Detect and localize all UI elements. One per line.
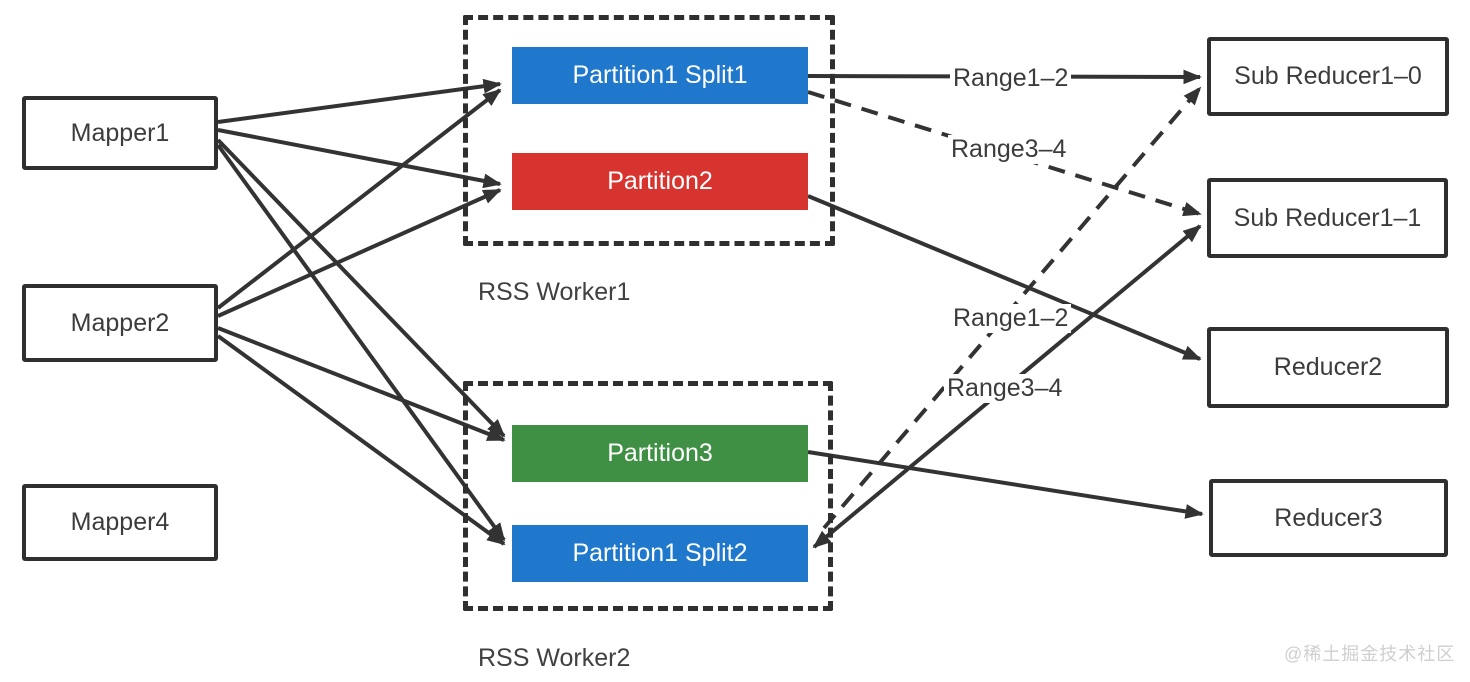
edge-label-range1-2-top: Range1–2: [950, 64, 1072, 93]
edge-label-range1-2-bottom: Range1–2: [950, 304, 1072, 333]
watermark: @稀土掘金技术社区: [1284, 644, 1456, 664]
node-reducer2-label: Reducer2: [1273, 353, 1383, 381]
edge-mapper2-partition1split2: [216, 334, 506, 546]
partition2-label: Partition2: [607, 167, 713, 195]
rss-worker1-container: [463, 15, 835, 246]
node-sub-reducer1-0: Sub Reducer1–0: [1207, 37, 1449, 116]
node-mapper1: Mapper1: [22, 96, 218, 170]
edge-partition2-reducer2: [807, 194, 1202, 361]
partition3-bar: Partition3: [512, 425, 808, 482]
edge-mapper1-partition2: [217, 128, 502, 189]
partition1-split2-bar: Partition1 Split2: [512, 525, 808, 582]
node-mapper4-label: Mapper4: [70, 508, 170, 536]
node-sub-reducer1-1-label: Sub Reducer1–1: [1233, 203, 1422, 232]
edge-mapper1-partition1split1: [217, 78, 502, 124]
edge-mapper2-partition2: [217, 188, 502, 318]
node-sub-reducer1-1: Sub Reducer1–1: [1207, 178, 1448, 258]
node-reducer2: Reducer2: [1207, 327, 1449, 408]
rss-worker2-label: RSS Worker2: [478, 644, 631, 672]
node-reducer3: Reducer3: [1209, 479, 1448, 557]
node-mapper1-label: Mapper1: [70, 118, 170, 147]
partition1-split2-label: Partition1 Split2: [572, 539, 748, 567]
node-mapper4: Mapper4: [22, 484, 218, 561]
rss-worker2-container: [463, 381, 833, 611]
edge-mapper1-partition3: [216, 138, 506, 438]
partition3-label: Partition3: [607, 439, 713, 467]
node-reducer3-label: Reducer3: [1274, 503, 1383, 532]
rss-worker1-label: RSS Worker1: [478, 278, 631, 306]
partition1-split1-bar: Partition1 Split1: [512, 47, 808, 104]
partition2-bar: Partition2: [512, 153, 808, 210]
edge-mapper1-partition1split2: [216, 143, 506, 542]
edge-label-range3-4-bottom: Range3–4: [944, 374, 1066, 403]
edge-label-range3-4-top: Range3–4: [948, 135, 1070, 164]
node-sub-reducer1-0-label: Sub Reducer1–0: [1234, 62, 1422, 90]
node-mapper2-label: Mapper2: [70, 308, 170, 337]
edge-mapper2-partition3: [217, 326, 506, 442]
node-mapper2: Mapper2: [22, 284, 218, 362]
edge-mapper2-partition1split1: [216, 88, 502, 310]
partition1-split1-label: Partition1 Split1: [572, 61, 748, 89]
